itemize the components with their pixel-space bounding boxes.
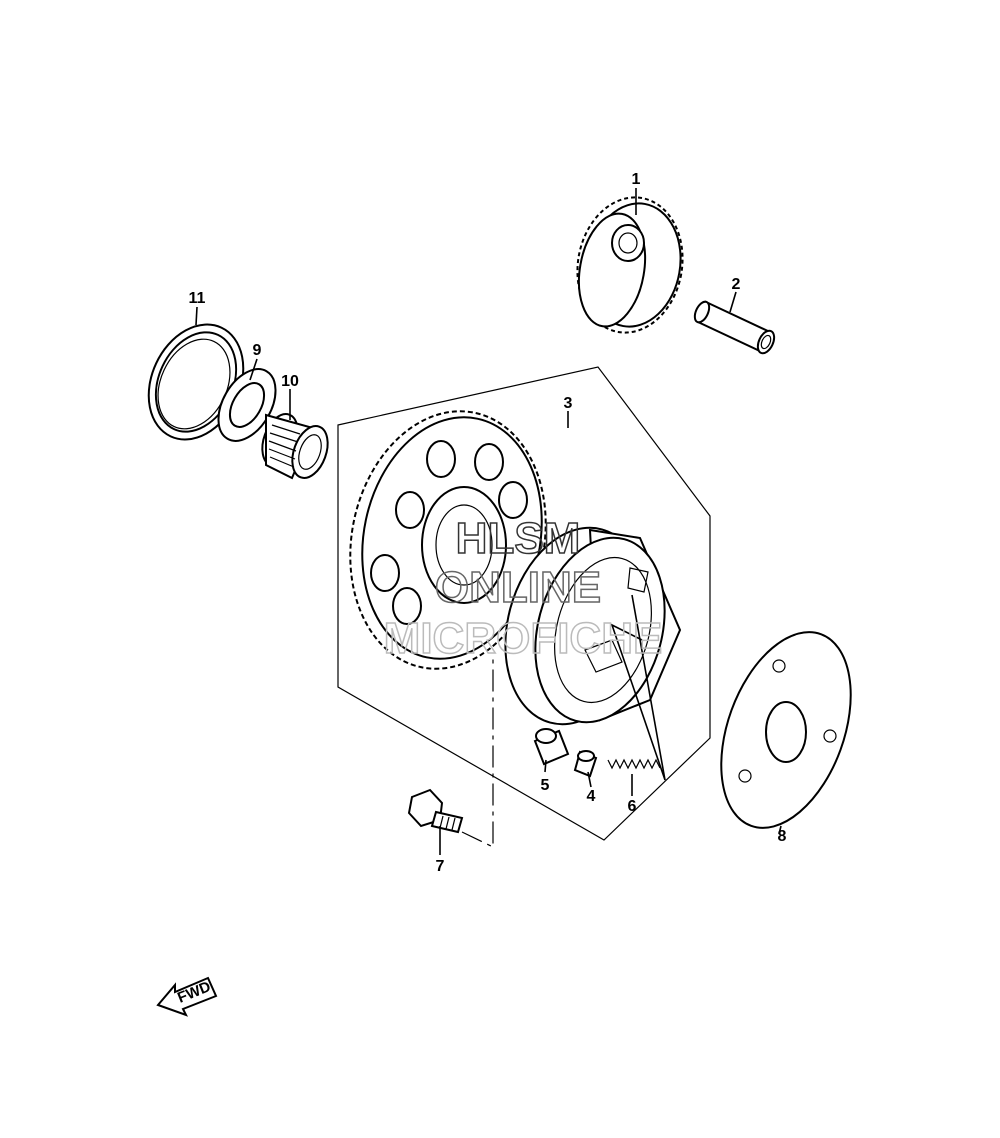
part-5-roller: [533, 728, 570, 766]
callout-11: 11: [189, 290, 206, 307]
assembly-outline: [337, 366, 711, 841]
callout-5: 5: [541, 777, 550, 794]
part-1-gear: [576, 196, 684, 334]
callout-10: 10: [281, 373, 299, 390]
callout-9: 9: [253, 342, 262, 359]
callout-3: 3: [564, 395, 573, 412]
callout-7: 7: [436, 858, 445, 875]
watermark: HLSM ONLINE MICROFICHE: [383, 513, 663, 664]
part-2-shaft: [693, 300, 776, 355]
watermark-line-3: MICROFICHE: [384, 614, 663, 663]
part-3-driven-gear: [349, 410, 547, 670]
callout-8: 8: [778, 828, 787, 845]
fwd-arrow: FWD: [156, 976, 218, 1017]
callout-6: 6: [628, 798, 637, 815]
part-7-bolt: [407, 788, 464, 834]
watermark-line-1: HLSM: [456, 514, 581, 563]
watermark-line-2: ONLINE: [435, 563, 601, 612]
part-9-washer: [217, 368, 277, 442]
callout-2: 2: [732, 276, 741, 293]
part-4-plunger: [573, 750, 598, 778]
part-6-spring: [607, 758, 661, 770]
part-8-plate: [720, 631, 852, 829]
callout-1: 1: [632, 171, 641, 188]
part-3-clutch-housing: [504, 526, 682, 726]
leader-lines: [195, 188, 782, 855]
part-10-bearing: [261, 413, 329, 480]
callout-4: 4: [587, 788, 596, 805]
bolt-alignment-line: [461, 655, 494, 848]
